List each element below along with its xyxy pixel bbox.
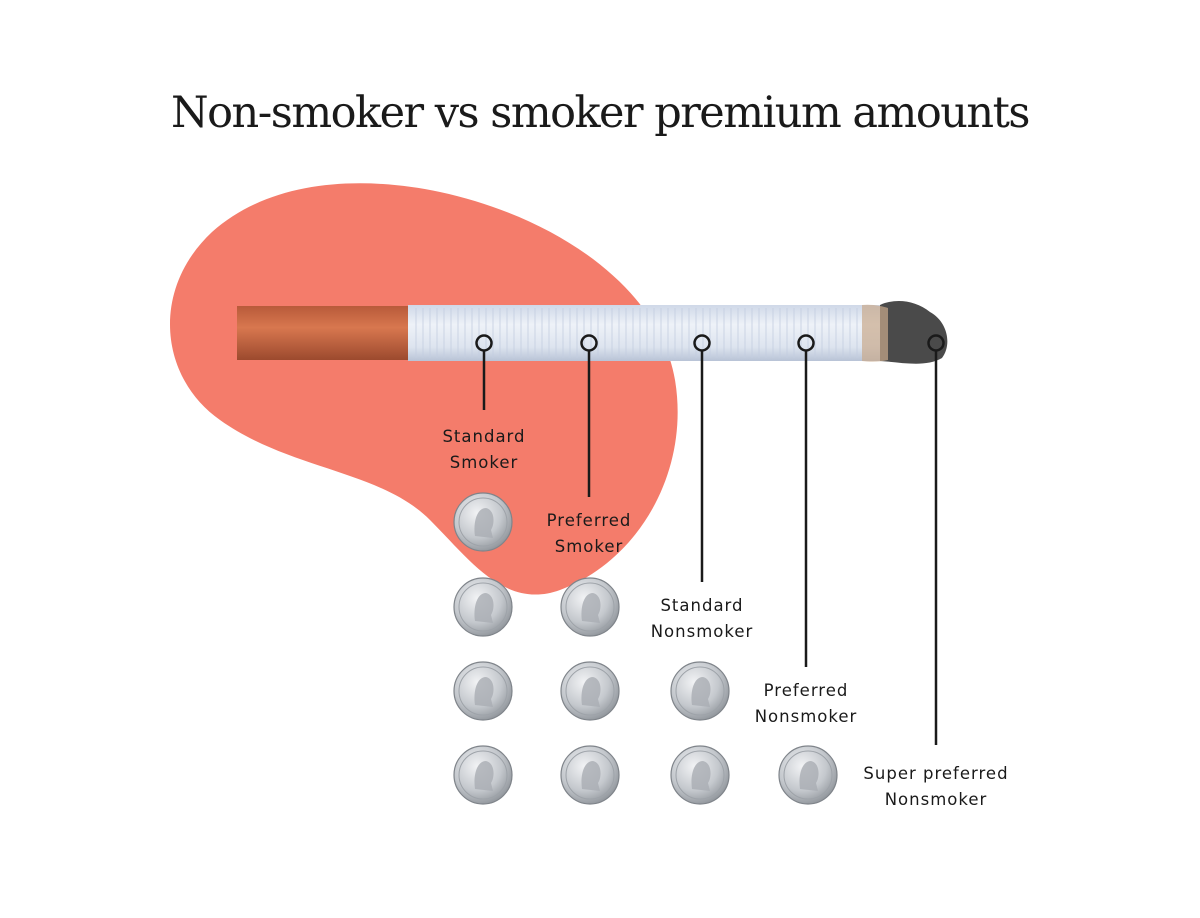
marker-circle (475, 334, 493, 352)
coin (453, 492, 513, 552)
coin (560, 661, 620, 721)
cigarette (237, 300, 948, 364)
connectors (475, 334, 945, 745)
coin (560, 577, 620, 637)
marker-circle (580, 334, 598, 352)
marker-circle (927, 334, 945, 352)
category-label-line1: Preferred (546, 511, 632, 530)
cigarette-burn (862, 304, 888, 362)
page-title: Non-smoker vs smoker premium amounts (171, 88, 1030, 138)
coin (560, 745, 620, 805)
background-blob (170, 183, 678, 595)
marker-circle (693, 334, 711, 352)
coin (778, 745, 838, 805)
cigarette-ash-tip (880, 300, 948, 364)
category-label-line2: Smoker (554, 537, 624, 556)
coin (453, 661, 513, 721)
coin-grid (453, 492, 838, 805)
coin (670, 661, 730, 721)
coin (453, 745, 513, 805)
cigarette-filter (237, 306, 411, 360)
category-label-line1: Standard (660, 596, 744, 615)
category-label-line1: Preferred (763, 681, 849, 700)
category-label-line2: Nonsmoker (650, 622, 754, 641)
category-label-line2: Nonsmoker (754, 707, 858, 726)
coin (670, 745, 730, 805)
marker-circle (797, 334, 815, 352)
cigarette-paper (408, 305, 888, 361)
category-label-line2: Smoker (449, 453, 519, 472)
coin (453, 577, 513, 637)
category-label-line2: Nonsmoker (884, 790, 988, 809)
category-label-line1: Super preferred (863, 764, 1009, 783)
category-label-line1: Standard (442, 427, 526, 446)
